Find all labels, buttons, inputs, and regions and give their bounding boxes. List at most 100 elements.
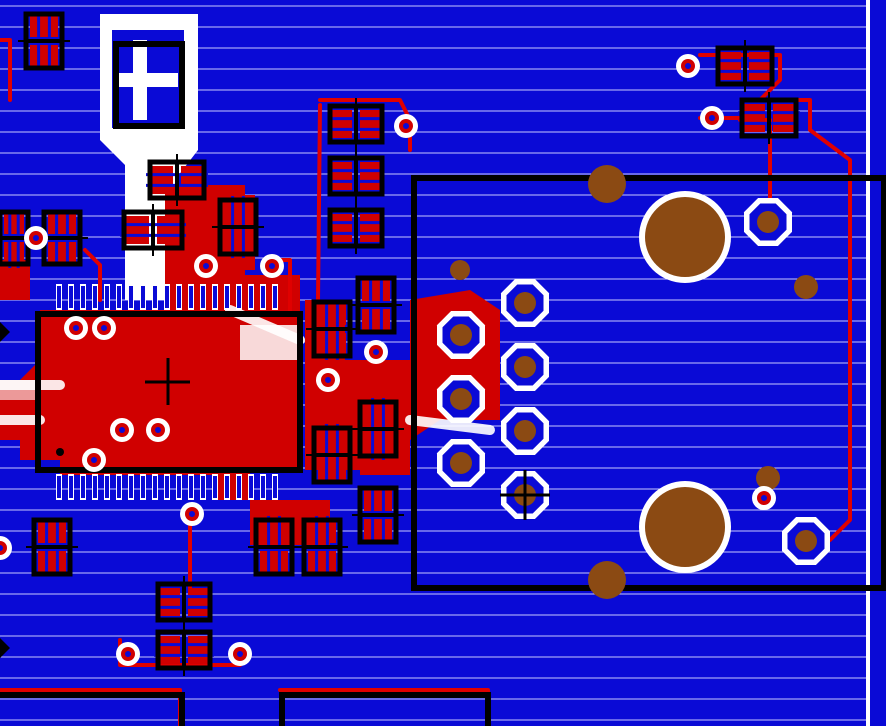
- connector-silk-outline-right: [411, 175, 886, 591]
- via-drill: [0, 545, 3, 551]
- via-drill: [119, 427, 125, 433]
- ic-pin-bottom-inner: [141, 476, 145, 498]
- shield-hole: [588, 165, 626, 203]
- smd-pad: [160, 588, 180, 616]
- smd-pad: [4, 242, 24, 262]
- ic-pin-bottom-inner: [57, 476, 61, 498]
- smd-pad: [332, 162, 352, 190]
- connector-pin-drill: [450, 452, 472, 474]
- ic-pin-top-inner: [201, 286, 205, 308]
- smd-footprint: [714, 40, 776, 92]
- smd-footprint: [154, 624, 214, 676]
- smd-footprint: [352, 398, 404, 460]
- vias: [0, 54, 776, 666]
- smd-footprint: [326, 98, 386, 150]
- via-drill: [325, 377, 331, 383]
- smd-pad: [318, 459, 346, 480]
- ic-pin-top-inner: [81, 286, 85, 308]
- board-edge-line: [866, 0, 870, 726]
- via-drill: [101, 325, 107, 331]
- ic-pin-top-inner: [129, 286, 133, 308]
- ic-pin-bottom-inner: [213, 476, 217, 498]
- smd-footprint: [326, 202, 386, 254]
- ic-pin-top-inner: [69, 286, 73, 308]
- via-drill: [33, 235, 39, 241]
- smd-pad: [260, 551, 288, 572]
- connector-pin-drill: [514, 420, 536, 442]
- smd-pad: [364, 404, 392, 425]
- bottom-silk-outline: [0, 692, 491, 726]
- smd-pad: [362, 280, 390, 301]
- smd-footprint: [36, 208, 88, 268]
- ic-pin-top-inner: [225, 286, 229, 308]
- ic-pin-bottom-inner: [117, 476, 121, 498]
- connector-pin-drill: [514, 356, 536, 378]
- smd-pad: [364, 490, 392, 511]
- ic-pin-bottom-inner: [237, 476, 241, 498]
- ic-pin-top-inner: [141, 286, 145, 308]
- ic-pin-top-inner: [177, 286, 181, 308]
- smd-pad: [360, 110, 380, 138]
- smd-pad: [38, 551, 66, 572]
- ic-pin-top-inner: [153, 286, 157, 308]
- smd-pad: [157, 216, 180, 244]
- smd-footprint: [306, 298, 358, 360]
- ic-pin-top-inner: [249, 286, 253, 308]
- ic-pin-top-inner: [213, 286, 217, 308]
- smd-components: [0, 10, 800, 676]
- ic-pin-top-inner: [93, 286, 97, 308]
- ic-pin-bottom-inner: [177, 476, 181, 498]
- smd-pad: [360, 162, 380, 190]
- ic-pin-bottom-inner: [249, 476, 253, 498]
- via-drill: [73, 325, 79, 331]
- connector-pin-drill: [450, 388, 472, 410]
- ic-pin-bottom-inner: [261, 476, 265, 498]
- smd-footprint: [738, 92, 800, 144]
- via-drill: [155, 427, 161, 433]
- ic-pin-bottom-inner: [273, 476, 277, 498]
- via-drill: [125, 651, 131, 657]
- smd-footprint: [146, 154, 208, 206]
- smd-pad: [188, 588, 208, 616]
- smd-footprint: [154, 576, 214, 628]
- smd-pad: [181, 166, 202, 194]
- connector-pin-drill: [450, 324, 472, 346]
- smd-footprint: [296, 516, 348, 578]
- smd-pad: [308, 522, 336, 543]
- smd-pad: [749, 52, 770, 80]
- ic-pin-bottom-inner: [129, 476, 133, 498]
- smd-pad: [38, 522, 66, 543]
- ic-silkscreen-outline: [35, 311, 303, 473]
- via-drill: [761, 495, 767, 501]
- smd-footprint: [306, 424, 358, 486]
- smd-pad: [318, 430, 346, 451]
- smd-pad: [224, 231, 252, 252]
- smd-pad: [160, 636, 180, 664]
- ic-pin-top-inner: [57, 286, 61, 308]
- ic-pin-top-inner: [273, 286, 277, 308]
- via-drill: [237, 651, 243, 657]
- smd-pad: [48, 242, 76, 262]
- smd-pad: [360, 214, 380, 242]
- ic-pin-bottom-inner: [189, 476, 193, 498]
- via-drill: [269, 263, 275, 269]
- ic-pin-top-inner: [189, 286, 193, 308]
- smd-pad: [318, 304, 346, 325]
- ic-pin-bottom-inner: [81, 476, 85, 498]
- via-drill: [685, 63, 691, 69]
- drill-hole: [756, 466, 780, 490]
- pin1-cross: [500, 470, 550, 520]
- smd-pad: [364, 519, 392, 540]
- ic-pin-bottom-inner: [153, 476, 157, 498]
- ic-pin-bottom-inner: [225, 476, 229, 498]
- via-ring: [0, 541, 7, 555]
- smd-pad: [30, 16, 58, 37]
- smd-pad: [744, 104, 765, 132]
- ic-pin-bottom-inner: [93, 476, 97, 498]
- via-drill: [203, 263, 209, 269]
- smd-pad: [362, 309, 390, 330]
- smd-footprint: [26, 516, 78, 578]
- via-drill: [709, 115, 715, 121]
- smd-pad: [126, 216, 149, 244]
